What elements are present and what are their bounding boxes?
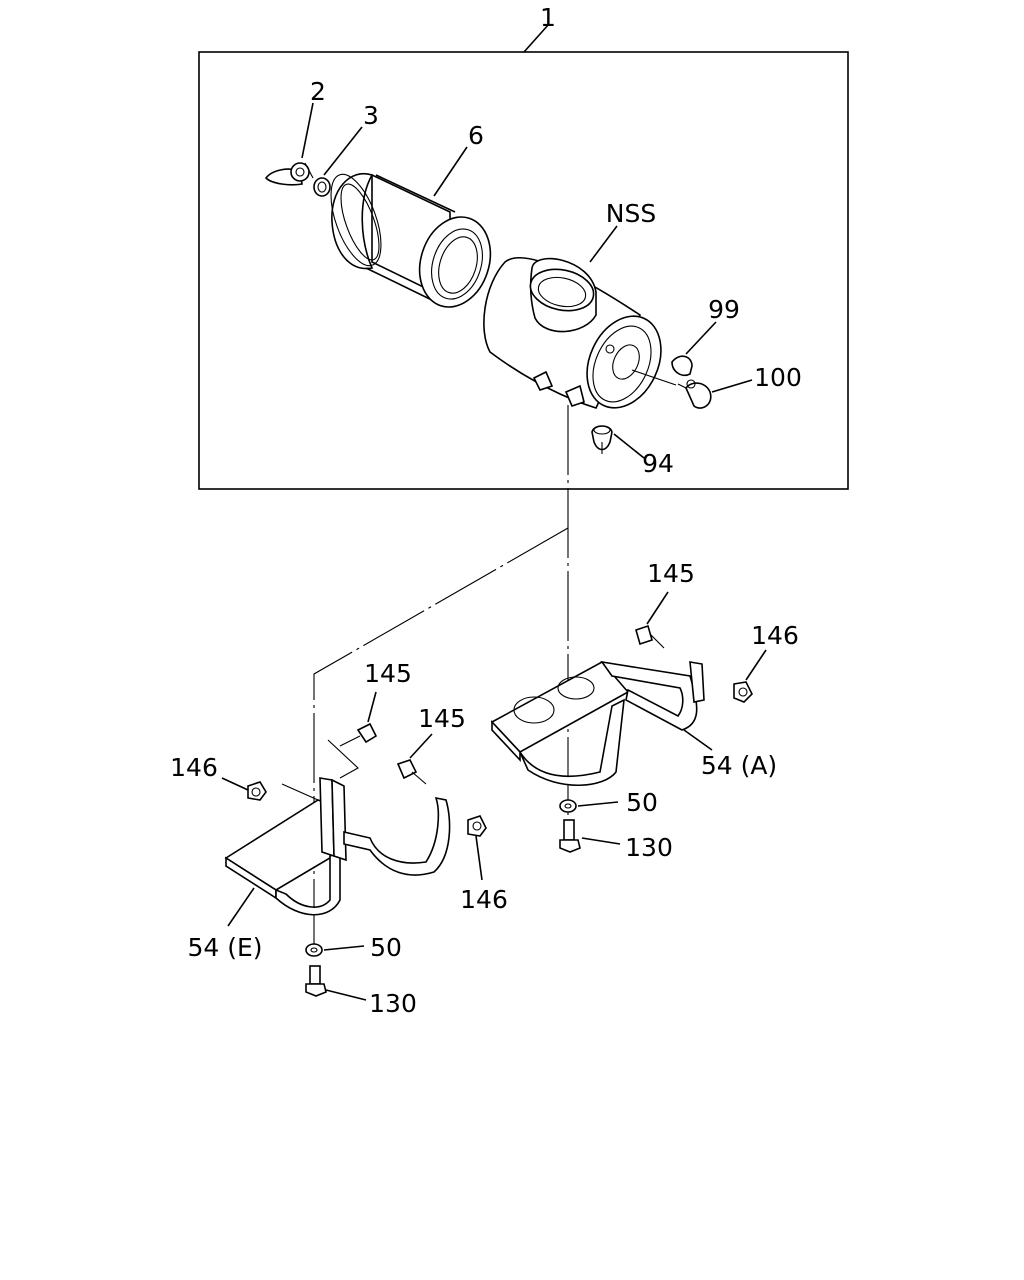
leader-146-left-b [475,835,483,881]
washer-50-right-part [559,799,577,813]
bolt-130-left-part [305,965,327,997]
callout-100: 100 [754,363,802,392]
filter-element-part [330,172,492,308]
callout-50-right: 50 [626,788,658,817]
bracket-54a-part [490,660,705,786]
leader-146-right [745,649,767,681]
bolt-145-left-b-part [396,759,427,785]
callout-94: 94 [642,449,674,478]
washer-50-left-part [305,943,323,957]
callout-130-left: 130 [369,989,417,1018]
leader-94 [613,433,645,459]
callout-3: 3 [363,101,379,130]
callout-145-left-a: 145 [364,659,412,688]
bolt-145-right-part [635,624,665,649]
leader-145-left-b [409,733,433,759]
callout-2: 2 [310,77,326,106]
callout-146-right: 146 [751,621,799,650]
washer-part [313,177,331,197]
callout-130-right: 130 [625,833,673,862]
leader-3 [323,126,363,176]
leader-146-left-a [221,777,249,791]
leader-54a [683,729,713,751]
leader-1 [523,23,550,53]
callout-145-right: 145 [647,559,695,588]
leader-50-left [323,945,365,951]
nut-146-right-part [733,681,753,703]
air-cleaner-housing-part [483,256,677,409]
valve-part [591,425,613,454]
callout-50-left: 50 [370,933,402,962]
cap-part [671,355,693,377]
callout-54a: 54 (A) [701,751,777,780]
leader-54e [227,887,255,927]
nut-146-left-b-part [467,815,487,837]
callout-146-left-b: 146 [460,885,508,914]
leader-2 [301,102,314,159]
nut-146-left-a-part [247,781,267,801]
assembly-frame [198,51,849,490]
callout-1: 1 [540,3,556,32]
indicator-part [677,379,712,409]
callout-99: 99 [708,295,740,324]
leader-50-right [577,801,619,807]
wing-bolt-part [264,162,314,186]
bracket-54e-part [224,739,451,916]
leader-99 [685,321,717,355]
leader-145-right [646,591,669,625]
leader-nss [589,225,618,263]
bolt-145-left-a-part [339,722,378,747]
leader-145-left-a [367,691,377,723]
leader-6 [433,146,468,197]
callout-6: 6 [468,121,484,150]
callout-nss: NSS [606,199,656,228]
bolt-130-right-part [559,819,581,853]
leader-100 [711,379,753,393]
callout-146-left-a: 146 [170,753,218,782]
callout-145-left-b: 145 [418,704,466,733]
callout-54e: 54 (E) [187,933,262,962]
leader-130-left [325,989,367,1001]
leader-130-right [581,837,621,845]
